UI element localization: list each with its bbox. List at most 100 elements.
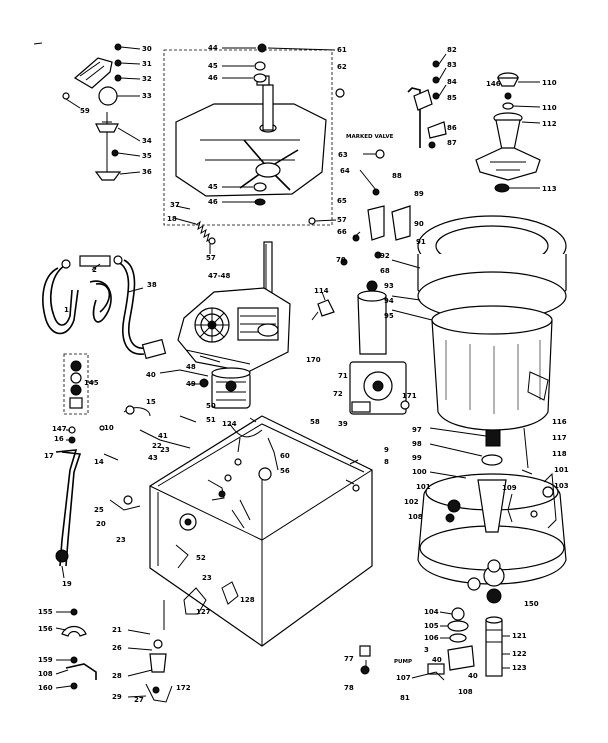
callout-116: 116 — [552, 418, 567, 426]
callout-36: 36 — [142, 168, 152, 176]
callout-113: 113 — [542, 185, 557, 193]
callout-43: 43 — [148, 454, 158, 462]
callout-97: 97 — [412, 426, 422, 434]
callout-49: 49 — [186, 380, 196, 388]
bracket-parts-64-70 — [340, 149, 411, 266]
callout-40-pump: 40 — [468, 672, 478, 680]
callout-3: 3 — [424, 646, 429, 654]
callout-99: 99 — [412, 454, 422, 462]
callout-146: 146 — [486, 80, 501, 88]
callout-109: 109 — [502, 484, 517, 492]
callout-147: 147 — [52, 425, 67, 433]
callout-77: 77 — [344, 655, 354, 663]
callout-106: 106 — [424, 634, 439, 642]
callout-16: 16 — [54, 435, 64, 443]
callout-57-left: 57 — [206, 254, 216, 262]
callout-159: 159 — [38, 656, 53, 664]
callout-15: 15 — [146, 398, 156, 406]
callout-101: 101 — [416, 483, 431, 491]
callout-57-right: 57 — [337, 216, 347, 224]
callout-108-tub: 108 — [408, 513, 423, 521]
pump-parts — [411, 607, 510, 681]
callout-39: 39 — [338, 420, 348, 428]
callout-30: 30 — [142, 45, 152, 53]
callout-68: 68 — [380, 267, 390, 275]
callout-98: 98 — [412, 440, 422, 448]
drive-motor — [159, 367, 251, 409]
callout-100: 100 — [412, 468, 427, 476]
callout-34: 34 — [142, 137, 152, 145]
callout-87: 87 — [447, 139, 457, 147]
callout-18: 18 — [167, 215, 177, 223]
callout-60: 60 — [280, 452, 290, 460]
callout-104: 104 — [424, 608, 439, 616]
callout-88: 88 — [392, 172, 402, 180]
callout-105: 105 — [424, 622, 439, 630]
callout-32: 32 — [142, 75, 152, 83]
callout-1: 1 — [64, 306, 69, 314]
callout-93: 93 — [384, 282, 394, 290]
callout-27: 27 — [134, 696, 144, 704]
callout-91: 91 — [416, 238, 426, 246]
wash-basket — [391, 215, 567, 431]
callout-117: 117 — [552, 434, 567, 442]
bracket-parts-82-87 — [407, 53, 447, 149]
callout-8: 8 — [384, 458, 389, 466]
note-marked-valve: MARKED VALVE — [346, 134, 394, 140]
callout-10: 10 — [104, 424, 114, 432]
callout-122: 122 — [512, 650, 527, 658]
transmission-base-plate — [163, 43, 345, 226]
callout-38: 38 — [147, 281, 157, 289]
small-parts-155-160 — [55, 608, 97, 690]
callout-83: 83 — [447, 61, 457, 69]
callout-66: 66 — [337, 228, 347, 236]
callout-40-right: 40 — [432, 656, 442, 664]
callout-145: 145 — [84, 379, 99, 387]
callout-107: 107 — [396, 674, 411, 682]
callout-110-top: 110 — [542, 79, 557, 87]
callout-56: 56 — [280, 467, 290, 475]
callout-9: 9 — [384, 446, 389, 454]
agitator — [475, 72, 541, 193]
callout-23-top: 23 — [160, 446, 170, 454]
callout-121: 121 — [512, 632, 527, 640]
callout-85: 85 — [447, 94, 457, 102]
callout-37: 37 — [170, 201, 180, 209]
callout-25: 25 — [94, 506, 104, 514]
callout-150: 150 — [524, 600, 539, 608]
callout-52: 52 — [196, 554, 206, 562]
callout-108-pump: 108 — [458, 688, 473, 696]
callout-72: 72 — [333, 390, 343, 398]
callout-45-bottom: 45 — [208, 183, 218, 191]
callout-63: 63 — [338, 151, 348, 159]
callout-20: 20 — [96, 520, 106, 528]
callout-61: 61 — [337, 46, 347, 54]
callout-17: 17 — [44, 452, 54, 460]
bracket-assembly — [62, 43, 141, 181]
hose-assembly — [42, 255, 167, 360]
callout-23-low: 23 — [202, 574, 212, 582]
callout-28: 28 — [112, 672, 122, 680]
callout-114: 114 — [314, 287, 329, 295]
callout-92: 92 — [380, 252, 390, 260]
cabinet — [149, 415, 373, 647]
callout-102: 102 — [404, 498, 419, 506]
callout-127: 127 — [196, 608, 211, 616]
callout-108-left: 108 — [38, 670, 53, 678]
callout-118: 118 — [552, 450, 567, 458]
callout-22: 22 — [152, 442, 162, 450]
fill-valve-column — [55, 353, 94, 579]
callout-110-mid: 110 — [542, 104, 557, 112]
callout-46-top: 46 — [208, 74, 218, 82]
spring-part-18 — [173, 205, 216, 254]
callout-23-mid: 23 — [116, 536, 126, 544]
callout-123: 123 — [512, 664, 527, 672]
callout-84: 84 — [447, 78, 457, 86]
corner-mark — [33, 42, 43, 45]
callout-35: 35 — [142, 152, 152, 160]
wiring-harness — [99, 405, 263, 511]
callout-41: 41 — [158, 432, 168, 440]
callout-78: 78 — [344, 684, 354, 692]
callout-112: 112 — [542, 120, 557, 128]
callout-labels: 30 31 32 33 34 35 36 59 44 45 46 45 46 6… — [38, 44, 569, 704]
